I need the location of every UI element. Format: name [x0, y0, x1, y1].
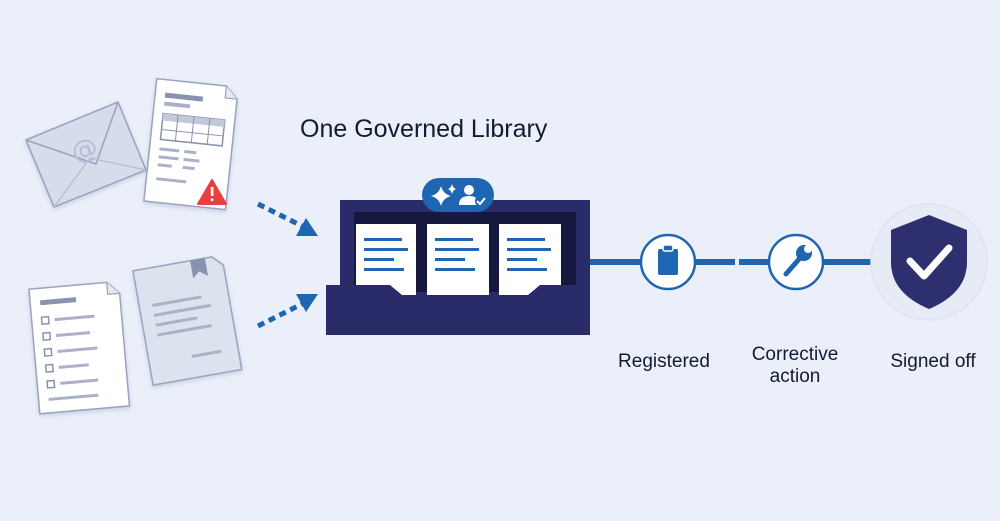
checklist-icon	[28, 281, 131, 415]
library-tray	[326, 200, 590, 335]
library-title: One Governed Library	[300, 115, 548, 143]
library-document	[427, 224, 489, 298]
signed-off-step-icon	[870, 203, 988, 321]
sparkle-icon	[431, 184, 456, 206]
step-label-signed-off: Signed off	[890, 351, 976, 372]
step-label-corrective-action: Corrective action	[751, 344, 839, 387]
warning-icon	[197, 179, 227, 205]
registered-step-icon	[639, 233, 697, 291]
ai-owner-badge	[422, 178, 494, 212]
user-check-icon	[459, 185, 487, 207]
envelope-icon: @	[25, 101, 147, 208]
step-label-registered: Registered	[618, 351, 710, 372]
wrench-icon	[783, 245, 812, 277]
clipboard-icon	[658, 244, 678, 275]
note-icon	[132, 256, 243, 386]
spreadsheet-icon	[143, 77, 238, 211]
corrective-step-icon	[767, 233, 825, 291]
inflow-arrow-top	[256, 201, 318, 236]
inflow-arrow-bottom	[256, 294, 318, 329]
process-line	[590, 259, 899, 265]
shield-check-icon	[891, 215, 967, 309]
